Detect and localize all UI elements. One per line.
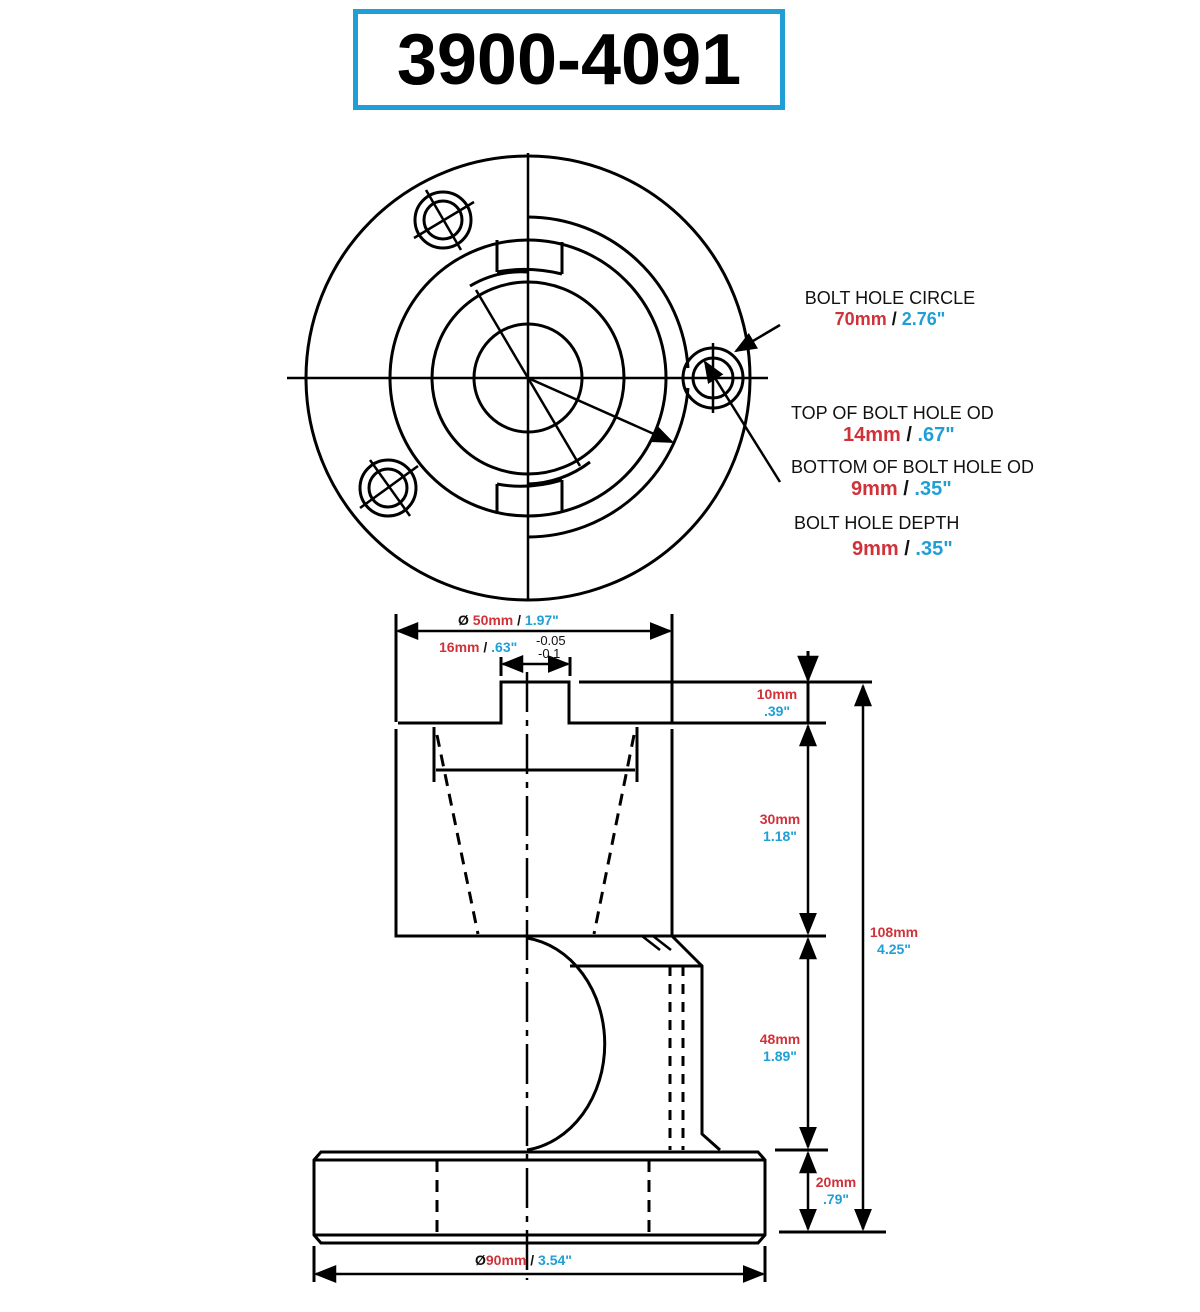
top-diameter-in: 1.97": [524, 612, 559, 628]
bottom-bolt-hole-od-in: .35": [914, 478, 952, 500]
top-view: [287, 153, 782, 602]
bottom-bolt-hole-od-label: BOTTOM OF BOLT HOLE OD: [791, 457, 1035, 477]
overall-height-mm: 108mm: [869, 924, 919, 940]
bottom-bolt-hole-od-mm: 9mm: [851, 478, 898, 500]
separator: /: [903, 478, 909, 500]
separator: /: [906, 424, 912, 446]
key-width-dimension: 16mm / .63": [439, 639, 517, 656]
tolerance-lower: -0.1: [538, 646, 561, 661]
tolerance-upper: -0.05: [536, 633, 566, 648]
separator: /: [517, 612, 522, 628]
height-dimension-1: 10mm .39": [752, 686, 802, 720]
top-bolt-hole-od-callout: TOP OF BOLT HOLE OD 14mm / .67": [791, 403, 994, 447]
bolt-hole-circle-mm: 70mm: [834, 309, 887, 329]
height-1-mm: 10mm: [756, 686, 798, 702]
overall-height-in: 4.25": [877, 941, 911, 957]
separator: /: [904, 538, 910, 560]
bolt-hole-depth-callout: BOLT HOLE DEPTH 9mm / .35": [794, 513, 959, 561]
top-bolt-hole-od-mm: 14mm: [843, 424, 901, 446]
height-2-in: 1.18": [763, 828, 797, 844]
part-number-frame: 3900-4091: [353, 9, 785, 110]
base-diameter-in: 3.54": [538, 1252, 572, 1268]
diameter-symbol: Ø: [458, 612, 469, 628]
height-2-mm: 30mm: [759, 811, 801, 827]
key-width-in: .63": [491, 639, 518, 655]
height-1-in: .39": [763, 703, 791, 719]
height-4-in: .79": [822, 1191, 850, 1207]
separator: /: [530, 1252, 535, 1268]
bottom-bolt-hole-od-callout: BOTTOM OF BOLT HOLE OD 9mm / .35": [791, 457, 1034, 501]
separator: /: [483, 639, 488, 655]
bolt-hole-circle-label: BOLT HOLE CIRCLE: [804, 288, 976, 308]
bolt-hole-circle-in: 2.76": [901, 309, 946, 329]
top-bolt-hole-od-label: TOP OF BOLT HOLE OD: [791, 403, 994, 423]
height-dimension-2: 30mm 1.18": [754, 811, 806, 845]
top-diameter-dimension: Ø 50mm / 1.97": [458, 612, 559, 629]
key-width-tolerance: -0.05 -0.1: [536, 634, 566, 660]
separator: /: [891, 309, 897, 329]
height-3-mm: 48mm: [759, 1031, 801, 1047]
overall-height-dimension: 108mm 4.25": [864, 924, 924, 958]
base-diameter-dimension: Ø90mm / 3.54": [475, 1252, 572, 1269]
base-diameter-mm: 90mm: [485, 1252, 527, 1268]
height-3-in: 1.89": [763, 1048, 797, 1064]
top-bolt-hole-od-in: .67": [917, 424, 955, 446]
height-dimension-4: 20mm .79": [810, 1174, 862, 1208]
part-number-title: 3900-4091: [396, 19, 742, 100]
bolt-hole-depth-in: .35": [915, 538, 953, 560]
height-dimension-3: 48mm 1.89": [754, 1031, 806, 1065]
diameter-symbol: Ø: [475, 1252, 486, 1268]
side-view: [312, 614, 886, 1283]
key-width-mm: 16mm: [439, 639, 480, 655]
height-4-mm: 20mm: [815, 1174, 857, 1190]
bolt-hole-depth-label: BOLT HOLE DEPTH: [794, 513, 960, 533]
top-diameter-mm: 50mm: [472, 612, 514, 628]
bolt-hole-depth-mm: 9mm: [852, 538, 899, 560]
bolt-hole-circle-callout: BOLT HOLE CIRCLE 70mm / 2.76": [795, 288, 985, 330]
